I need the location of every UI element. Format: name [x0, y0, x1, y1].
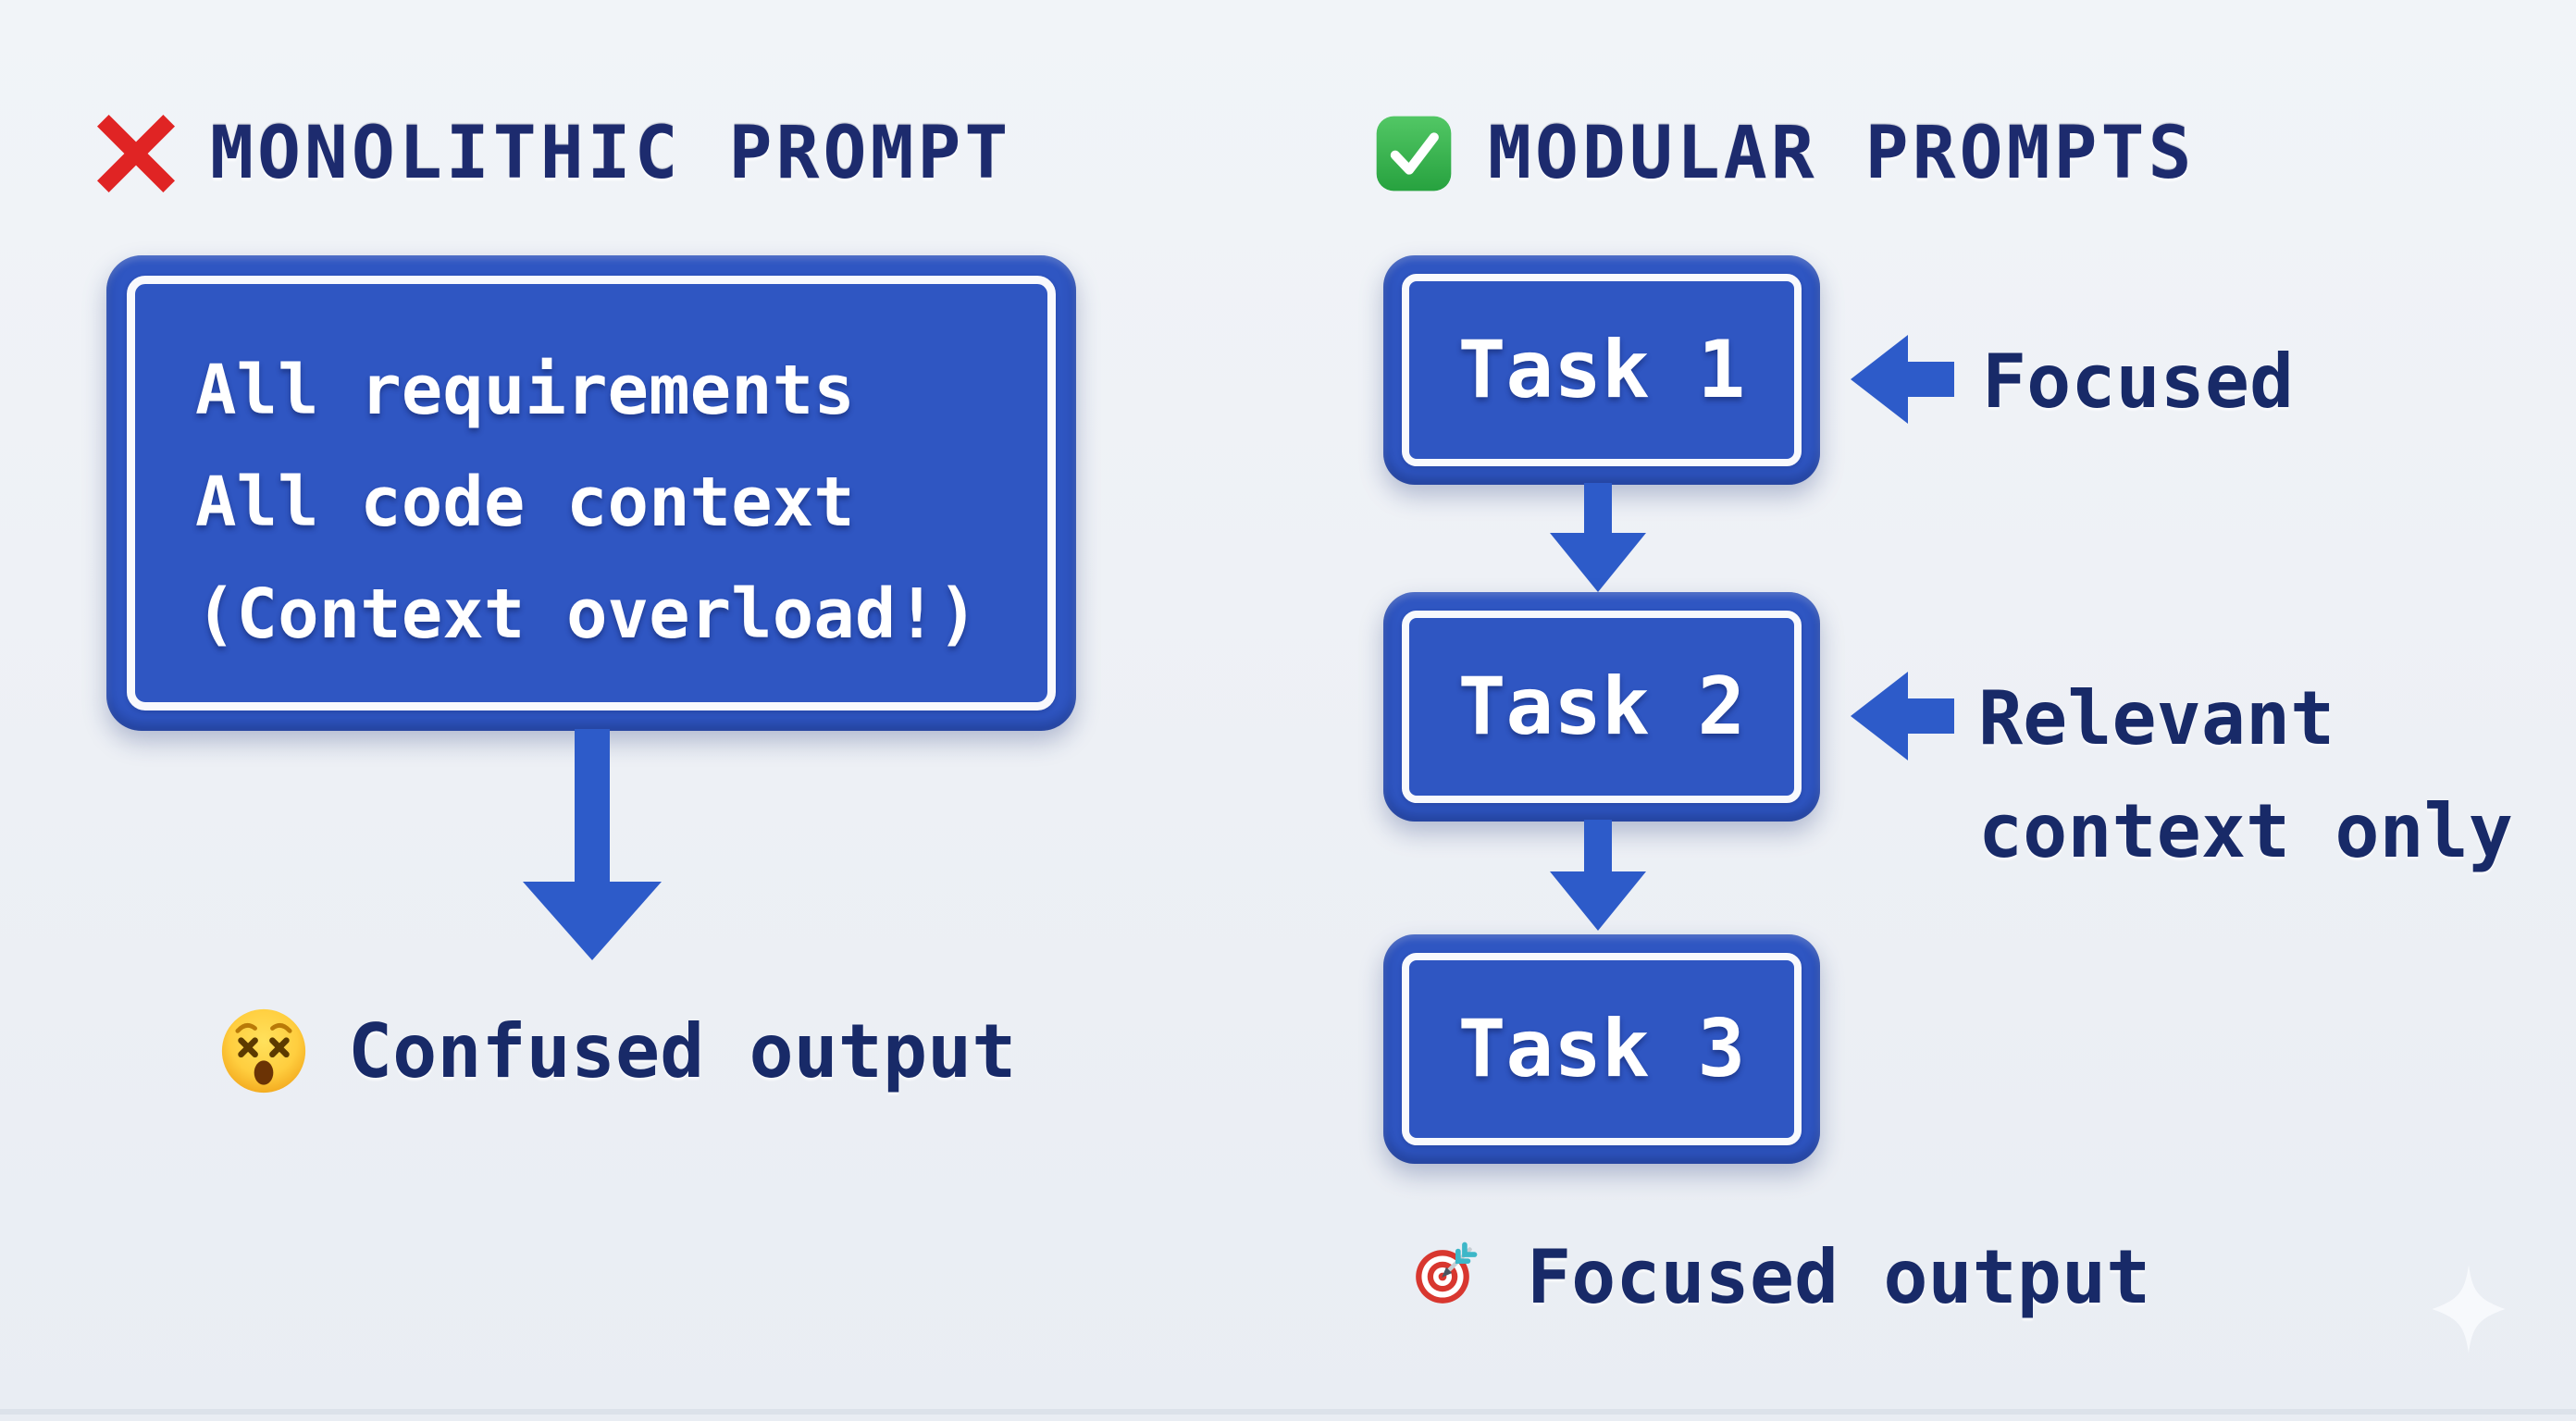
check-mark-icon	[1376, 116, 1452, 192]
annotation-line: Focused	[1982, 339, 2295, 425]
box-inner-frame	[1402, 611, 1802, 803]
prompt-box-text: All requirements All code context (Conte…	[195, 335, 978, 671]
cross-mark-icon	[97, 115, 175, 192]
monolithic-title: MONOLITHIC PROMPT	[210, 112, 1012, 195]
left-arrow-focused	[1851, 335, 1954, 424]
annotation-focused: Focused	[1982, 326, 2294, 439]
dizzy-face-icon	[221, 1008, 306, 1094]
left-arrow-relevant-context	[1851, 672, 1954, 760]
monolithic-prompt-box: All requirements All code context (Conte…	[106, 255, 1076, 731]
annotation-line: context only	[1978, 788, 2513, 874]
target-icon	[1416, 1242, 1478, 1304]
annotation-line: Relevant	[1978, 675, 2335, 761]
prompt-line: (Context overload!)	[195, 575, 979, 654]
box-inner-frame	[127, 276, 1056, 710]
monolithic-title-row: MONOLITHIC PROMPT	[97, 109, 1011, 198]
task-2-box: Task 2	[1383, 592, 1820, 822]
task-1-label: Task 1	[1457, 324, 1746, 416]
confused-output-label: Confused output	[348, 1007, 1017, 1094]
prompt-line: All code context	[195, 463, 855, 542]
box-inner-frame	[1402, 953, 1802, 1145]
bottom-edge-line	[0, 1409, 2576, 1415]
task-3-label: Task 3	[1457, 1003, 1746, 1095]
task-1-box: Task 1	[1383, 255, 1820, 485]
sparkle-icon	[2432, 1265, 2506, 1353]
task-2-label: Task 2	[1457, 661, 1746, 753]
task-3-box: Task 3	[1383, 934, 1820, 1164]
down-arrow-task2-task3	[1550, 820, 1646, 931]
box-inner-frame	[1402, 274, 1802, 466]
modular-title-row: MODULAR PROMPTS	[1375, 109, 2195, 198]
down-arrow-monolithic	[523, 729, 662, 960]
focused-output-row: Focused output	[1399, 1230, 2150, 1323]
modular-title: MODULAR PROMPTS	[1488, 112, 2196, 195]
focused-output-label: Focused output	[1527, 1233, 2151, 1320]
prompt-line: All requirements	[195, 351, 855, 430]
down-arrow-task1-task2	[1550, 483, 1646, 592]
confused-output-row: Confused output	[220, 1005, 1016, 1097]
annotation-relevant-context: Relevant context only	[1978, 662, 2513, 888]
